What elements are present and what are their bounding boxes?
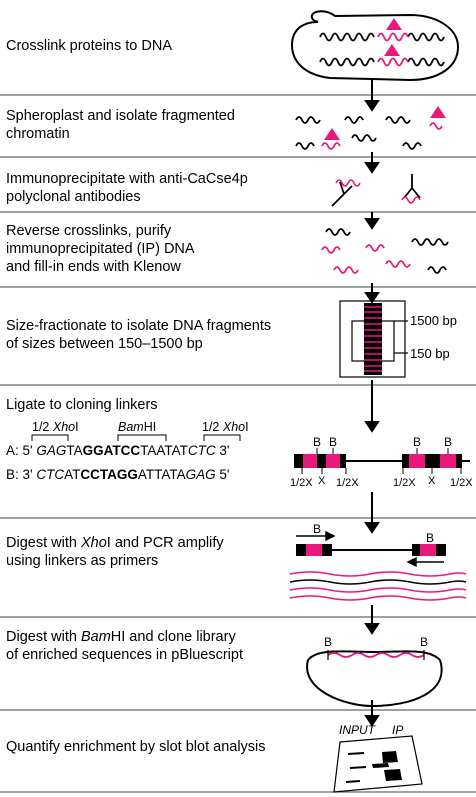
svg-text:1/2X: 1/2X <box>290 477 313 489</box>
purified-dna-pink <box>321 244 411 274</box>
slot-blot-input-label: INPUT <box>339 723 377 737</box>
linker-b-sequence: B: 3' CTCATCCTAGGATTATAGAG 5' <box>6 467 230 482</box>
antibody-right-coil <box>401 196 421 204</box>
svg-text:1/2X: 1/2X <box>393 477 416 489</box>
svg-text:1/2X: 1/2X <box>336 477 359 489</box>
step-4-line-1: Reverse crosslinks, purify <box>6 223 172 239</box>
pcr-b-right: B <box>426 531 434 545</box>
chromatin-proteins <box>324 106 446 140</box>
svg-text:1/2X: 1/2X <box>450 477 473 489</box>
step-7-line-2: using linkers as primers <box>6 553 159 569</box>
step-1-line-1: Crosslink proteins to DNA <box>6 38 172 54</box>
step-5-line-2: of sizes between 150–1500 bp <box>6 336 203 352</box>
linker-xho-right-annotation: 1/2 XhoI <box>202 420 249 434</box>
step-7-line-1: Digest with XhoI and PCR amplify <box>6 535 224 551</box>
step-2-text: Spheroplast and isolate fragmented chrom… <box>6 107 235 143</box>
antibody-right <box>403 174 421 199</box>
ligated-labels: B B B B 1/2X X 1/2X 1/2X X 1/2X <box>290 435 473 489</box>
svg-text:X: X <box>428 475 436 487</box>
step-6-text: Ligate to cloning linkers <box>6 396 158 414</box>
linker-brackets <box>31 434 241 441</box>
step-5-line-1: Size-fractionate to isolate DNA fragment… <box>6 318 272 334</box>
slot-blot-membrane <box>333 735 423 793</box>
gel-marker-lines <box>394 320 408 354</box>
flow-arrows <box>364 80 380 727</box>
separators <box>0 94 476 793</box>
linker-a-annotations: 1/2 XhoI <box>32 420 79 434</box>
step-8-text: Digest with BamHI and clone library of e… <box>6 628 243 664</box>
svg-text:X: X <box>318 475 326 487</box>
svg-text:B: B <box>329 435 337 449</box>
slot-blot-ip-label: IP <box>392 723 403 737</box>
pcr-primers <box>296 530 444 568</box>
step-2-line-1: Spheroplast and isolate fragmented <box>6 108 235 124</box>
linker-bam-annotation: BamHI <box>118 420 157 434</box>
cell-proteins <box>384 18 402 56</box>
linker-a-sequence: A: 5' GAGTAGGATCCTAATATCTC 3' <box>6 443 230 458</box>
step-9-line-1: Quantify enrichment by slot blot analysi… <box>6 739 266 755</box>
cell-pink-coils <box>377 32 409 67</box>
svg-text:B: B <box>413 435 421 449</box>
plasmid <box>306 650 443 708</box>
cell-dna-coils <box>319 32 445 67</box>
ligated-construct <box>294 448 470 474</box>
pcr-products <box>289 571 467 601</box>
gel-marker-150: 150 bp <box>410 346 450 361</box>
chromatin-fragments-pink <box>321 122 443 150</box>
plasmid-b-left: B <box>324 635 332 649</box>
antibody-left <box>331 181 353 207</box>
antibody-left-coil <box>335 179 361 187</box>
gel-lane <box>364 303 382 375</box>
step-9-text: Quantify enrichment by slot blot analysi… <box>6 738 266 756</box>
step-5-text: Size-fractionate to isolate DNA fragment… <box>6 317 271 353</box>
step-3-line-2: polyclonal antibodies <box>6 189 141 205</box>
svg-text:B: B <box>313 435 321 449</box>
purified-dna-black <box>325 228 449 274</box>
svg-text:B: B <box>444 435 452 449</box>
step-4-line-3: and fill-in ends with Klenow <box>6 259 181 275</box>
step-8-line-2: of enriched sequences in pBluescript <box>6 647 243 663</box>
pcr-construct <box>296 544 446 556</box>
step-8-line-1: Digest with BamHI and clone library <box>6 629 236 645</box>
step-4-text: Reverse crosslinks, purify immunoprecipi… <box>6 222 195 276</box>
step-1-text: Crosslink proteins to DNA <box>6 37 172 55</box>
plasmid-b-right: B <box>420 635 428 649</box>
step-6-line-1: Ligate to cloning linkers <box>6 397 158 413</box>
pcr-b-left: B <box>313 522 321 536</box>
cell-outline <box>290 10 460 82</box>
step-3-text: Immunoprecipitate with anti-CaCse4p poly… <box>6 170 248 206</box>
step-3-line-1: Immunoprecipitate with anti-CaCse4p <box>6 171 248 187</box>
gel-marker-1500: 1500 bp <box>410 313 457 328</box>
step-2-line-2: chromatin <box>6 126 70 142</box>
step-4-line-2: immunoprecipitated (IP) DNA <box>6 241 195 257</box>
chromatin-fragments-black <box>295 116 422 150</box>
step-7-text: Digest with XhoI and PCR amplify using l… <box>6 534 224 570</box>
